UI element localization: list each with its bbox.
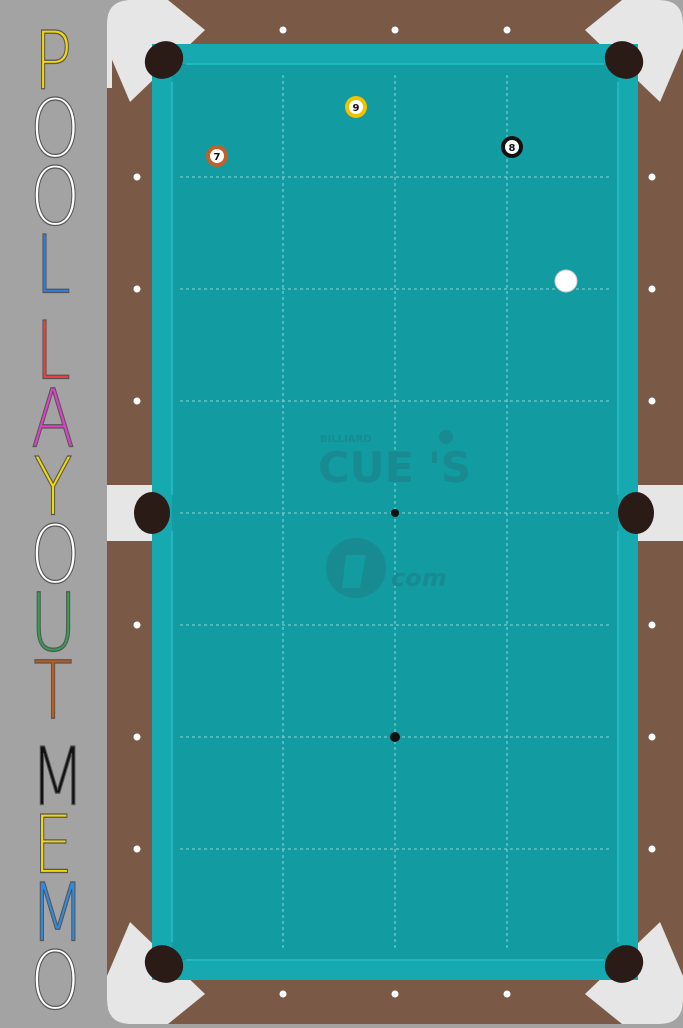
rail-diamonds (133, 26, 656, 998)
title-letter-o: O (30, 83, 81, 177)
center-spot (391, 509, 399, 517)
title-letter-o: O (30, 151, 81, 245)
logo-apostrophe-s: 'S (428, 443, 471, 492)
pockets (134, 41, 654, 983)
title-letter-l: L (35, 305, 72, 399)
logo-bottom-text: com (391, 564, 447, 592)
title-letter-m: M (30, 731, 86, 825)
ball-9[interactable]: 9 (345, 96, 367, 118)
title-letter-o: O (30, 509, 81, 603)
title-letter-o: O (30, 935, 81, 1028)
svg-text:8: 8 (509, 143, 516, 154)
pool-table: BILLIARD CUE 'S com 7 9 8 (107, 0, 683, 1024)
title-letter-e: E (32, 799, 74, 893)
title-letter-a: A (31, 373, 76, 467)
ball-8[interactable]: 8 (501, 136, 523, 158)
foot-spot (390, 732, 400, 742)
title-letter-p: P (33, 15, 73, 109)
pocket-middle-left (134, 492, 170, 534)
pocket-bottom-left (144, 945, 184, 983)
pocket-top-right (604, 41, 644, 79)
pocket-middle-right (618, 492, 654, 534)
table-grid (180, 75, 610, 950)
cushion-bevel (171, 63, 619, 961)
cloth-logo: BILLIARD CUE 'S com (318, 430, 471, 598)
title-letter-l: L (35, 219, 72, 313)
ball-7[interactable]: 7 (206, 145, 228, 167)
title-letter-u: U (30, 577, 78, 671)
svg-text:7: 7 (214, 152, 221, 163)
pocket-bottom-right (604, 945, 644, 983)
title-letter-t: T (33, 645, 73, 739)
logo-small-text: BILLIARD (320, 434, 372, 445)
title-letter-y: Y (33, 441, 73, 535)
pocket-top-left (144, 41, 184, 79)
logo-ball-icon (439, 430, 453, 444)
cue-ball[interactable] (554, 269, 578, 293)
title-sidebar: P O O L L A Y O U T M E M O (0, 0, 107, 1024)
logo-big-text: CUE (318, 443, 414, 492)
svg-text:9: 9 (353, 103, 360, 114)
logo-d-mark-icon (342, 555, 366, 588)
